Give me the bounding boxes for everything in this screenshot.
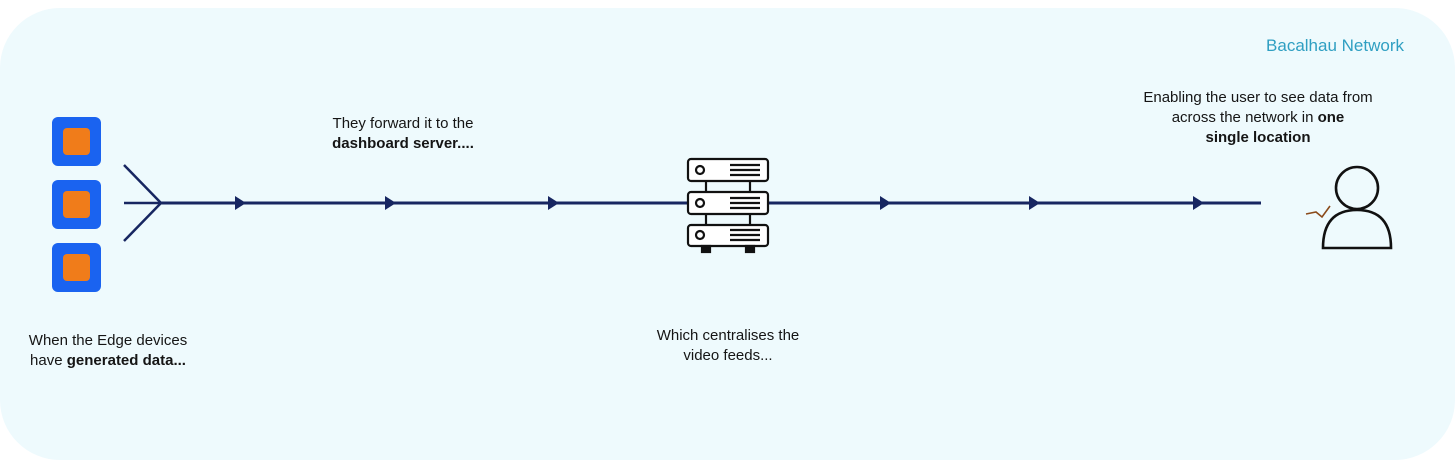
flow-arrow: [1193, 196, 1204, 210]
caption-centralise: Which centralises the video feeds...: [618, 326, 838, 366]
flow-arrow: [548, 196, 559, 210]
caption-line: They forward it to the: [332, 115, 474, 132]
caption-line: Which centralises the: [656, 327, 800, 344]
caption-bold-text: single location: [1205, 129, 1311, 146]
flow-arrow: [385, 196, 396, 210]
caption-line: video feeds...: [683, 347, 773, 364]
caption-line: When the Edge devices: [28, 332, 188, 349]
caption-line: have generated data...: [10, 351, 206, 371]
caption-bold-text: one: [1317, 109, 1345, 126]
caption-line: single location: [1140, 128, 1376, 148]
caption-line: Enabling the user to see data from: [1143, 89, 1373, 106]
caption-edge-devices: When the Edge devices have generated dat…: [10, 331, 206, 371]
server-rack-icon: [686, 157, 770, 254]
convergence-lines: [123, 164, 162, 242]
flow-arrow: [235, 196, 246, 210]
caption-text: across the network in: [1171, 109, 1318, 126]
caption-line: dashboard server....: [283, 134, 523, 154]
caption-forward: They forward it to the dashboard server.…: [283, 114, 523, 154]
caption-user: Enabling the user to see data from acros…: [1140, 88, 1376, 148]
flow-arrow: [880, 196, 891, 210]
user-icon: [1305, 165, 1393, 250]
caption-bold-text: generated data...: [66, 352, 186, 369]
edge-device-icon: [52, 117, 101, 166]
caption-bold-text: dashboard server....: [332, 135, 474, 152]
edge-device-icon: [52, 180, 101, 229]
edge-device-icon: [52, 243, 101, 292]
caption-line: across the network in one: [1140, 108, 1376, 128]
caption-text: have: [30, 352, 67, 369]
network-label: Bacalhau Network: [1266, 36, 1404, 55]
flow-arrow: [1029, 196, 1040, 210]
